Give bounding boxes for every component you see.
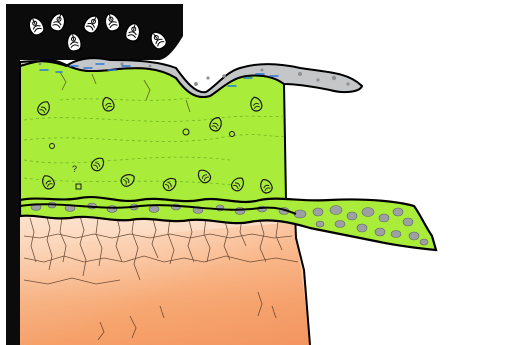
orange-cracked-base: [20, 206, 310, 345]
question-mark-label: ?: [72, 164, 77, 174]
shell-icons-band: [6, 4, 183, 60]
green-shelly-layer: ?: [20, 60, 290, 210]
